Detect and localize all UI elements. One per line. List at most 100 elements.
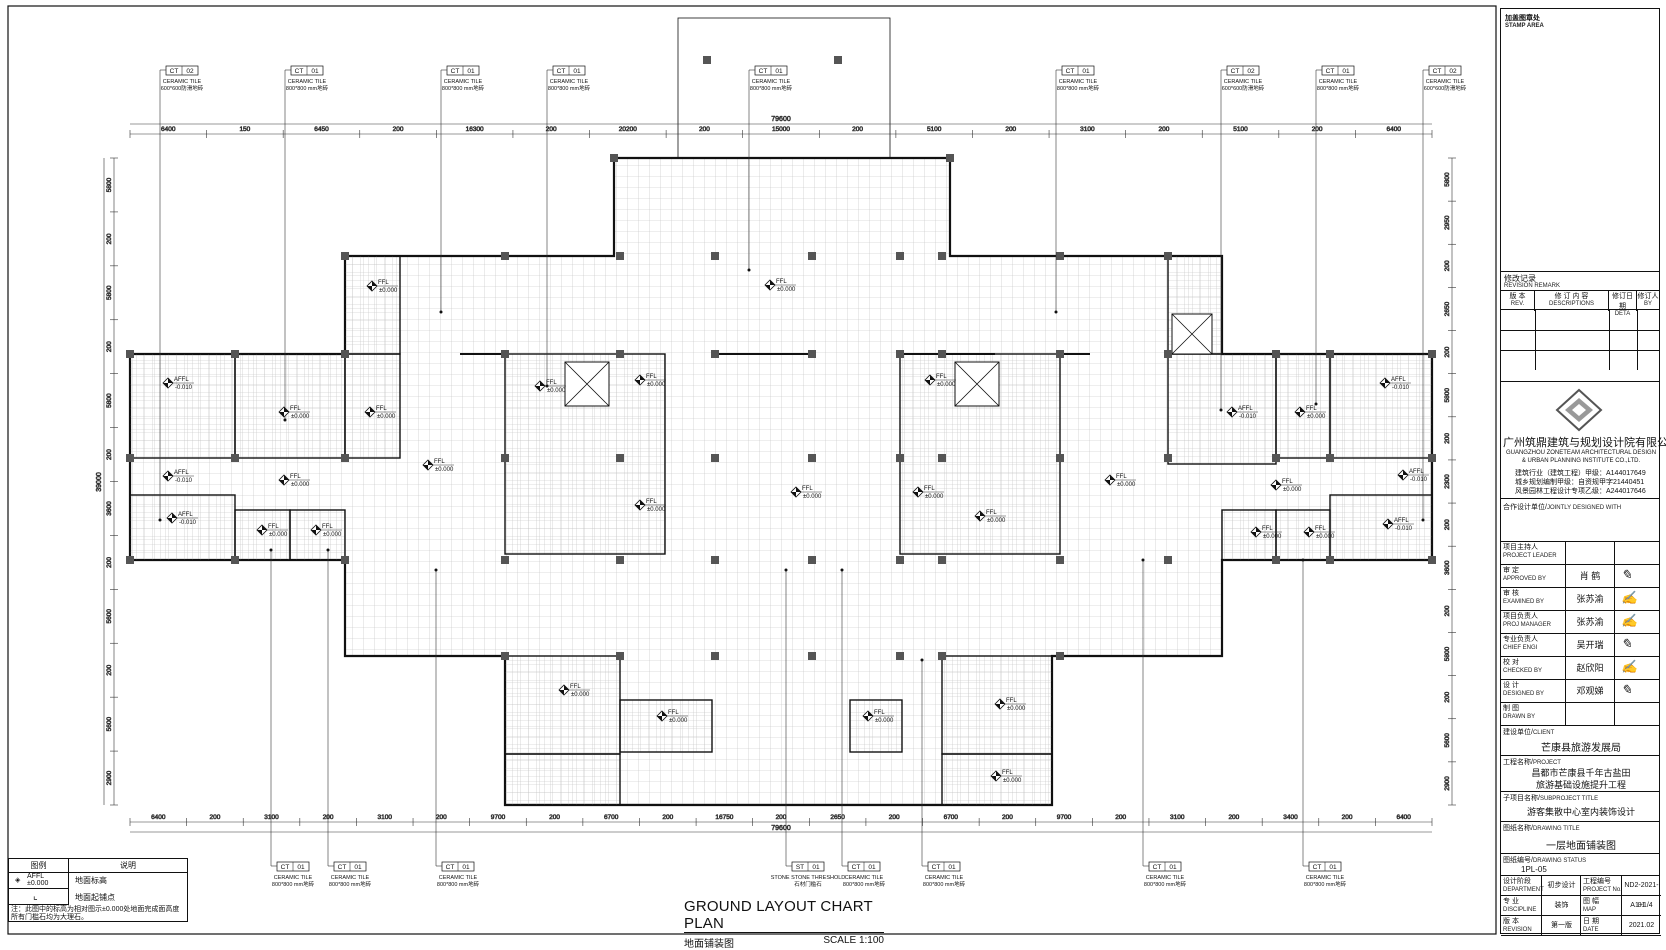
level-value: ±0.000 [1003,778,1022,784]
tag-code: CT [446,864,455,871]
level-marker: FFL±0.000 [558,684,590,698]
project-label: 工程名称 [1503,759,1531,766]
tag-code: CT [295,68,304,75]
staff-role-en: CHIEF ENGI [1503,645,1538,651]
right-dim-value: 200 [1444,346,1451,357]
level-value: ±0.000 [1307,414,1326,420]
top-dim-value: 6400 [161,126,176,133]
meta-value: 2021.02 [1621,916,1661,936]
level-diamond-icon: ◈ [15,877,21,884]
tag-material-en: CERAMIC TILE [1319,79,1358,85]
stamp-cn: 加盖图章处 [1505,15,1540,22]
level-value: ±0.000 [1117,482,1136,488]
level-markers: FFL±0.000AFFL-0.010FFL±0.000FFL±0.000FFL… [162,279,1429,784]
meta-value: ND2-2021-01 [1621,876,1661,909]
level-label: FFL [874,710,885,716]
tag-material-cn: 600*600防滑地砖 [161,84,204,92]
meta-value: 装饰 [1541,896,1581,916]
top-dim-value: 150 [239,126,250,133]
tag-number: 01 [1082,68,1090,75]
column [808,556,816,564]
column [501,652,509,660]
column [808,454,816,462]
level-label: FFL [646,374,657,380]
level-value: -0.010 [179,520,197,526]
staff-row: 设 计 DESIGNED BY 邓观娣 ✎ [1501,680,1659,703]
bottom-dim-value: 16750 [715,814,733,821]
revision-title-en: REVISION REMARK [1504,283,1561,289]
stamp-en: STAMP AREA [1505,23,1544,29]
meta-value: 第一版 [1541,916,1581,936]
level-value: ±0.000 [647,507,666,513]
level-marker: FFL±0.000 [1250,526,1282,540]
meta-cell-stage: 设计阶段 DEPARTMENT 初步设计 [1501,876,1581,896]
company-logo-icon [1555,388,1603,432]
tag-code: CT [338,864,347,871]
level-value: -0.010 [1410,477,1428,483]
column [1164,454,1172,462]
staff-row: 审 定 APPROVED BY 肖 鹤 ✎ [1501,565,1659,588]
level-value: ±0.000 [925,494,944,500]
column [896,556,904,564]
column [1428,556,1436,564]
company-name-en-1: GUANGZHOU ZONETEAM ARCHITECTURAL DESIGN [1505,450,1657,456]
level-marker: AFFL-0.010 [162,470,194,484]
level-label: FFL [378,280,389,286]
tag-material-cn: 600*600防滑地砖 [1222,84,1265,92]
staff-name: 吴开瑞 [1565,634,1615,657]
top-dim-value: 5100 [1233,126,1248,133]
meta-label-en: DEPARTMENT [1503,887,1544,893]
column [808,652,816,660]
column [1272,350,1280,358]
project-section: 工程名称/PROJECT 昌都市芒康县千年古盐田 旅游基础设施提升工程 [1501,755,1659,791]
level-value: -0.010 [175,478,193,484]
meta-label-en: MAP [1583,907,1597,913]
column [610,154,618,162]
tag-number: 01 [467,68,475,75]
staff-name: 张苏渝 [1565,611,1615,634]
subproject-section: 子项目名称/SUBPROJECT TITLE 游客集散中心室内装饰设计 [1501,791,1659,821]
company-name-cn: 广州筑鼎建筑与规划设计院有限公司 [1503,436,1666,449]
column [1056,350,1064,358]
rev-col-by-en: BY [1643,301,1652,307]
column [834,56,842,64]
tag-code: CT [1066,68,1075,75]
column [896,652,904,660]
column [711,252,719,260]
bottom-dim-value: 2650 [830,814,845,821]
level-marker: FFL±0.000 [862,710,894,724]
level-value: -0.010 [175,385,193,391]
right-dim-value: 200 [1444,605,1451,616]
level-value: ±0.000 [1007,706,1026,712]
level-label: FFL [570,684,581,690]
tag-material-cn: 800*800 mm地砖 [272,880,315,888]
column [938,252,946,260]
tag-number: 01 [1169,864,1177,871]
column [938,556,946,564]
level-marker: FFL±0.000 [634,499,666,513]
level-value: ±0.000 [1263,534,1282,540]
tag-material-cn: 800*800 mm地砖 [1317,84,1360,92]
tag-material-cn: 800*800 mm地砖 [286,84,329,92]
tag-code: CT [1231,68,1240,75]
client-section: 建设单位/CLIENT 芒康县旅游发展局 [1501,725,1659,755]
rev-col-desc-en: DESCRIPTIONS [1548,301,1594,307]
drawing-number-label-en: DRAWING STATUS [1532,858,1587,864]
staff-role-en: APPROVED BY [1503,576,1547,582]
tag-code: CT [1433,68,1442,75]
tag-material-cn: 800*800 mm地砖 [437,880,480,888]
tag-number: 02 [1247,68,1255,75]
tag-number: 02 [1449,68,1457,75]
tag-number: 02 [186,68,194,75]
tag-material-en: CERAMIC TILE [331,875,370,881]
top-dim-value: 6450 [314,126,329,133]
subproject-label: 子项目名称 [1503,795,1538,802]
right-dim-value: 2900 [1444,776,1451,791]
top-dim-value: 6400 [1386,126,1401,133]
column [341,252,349,260]
